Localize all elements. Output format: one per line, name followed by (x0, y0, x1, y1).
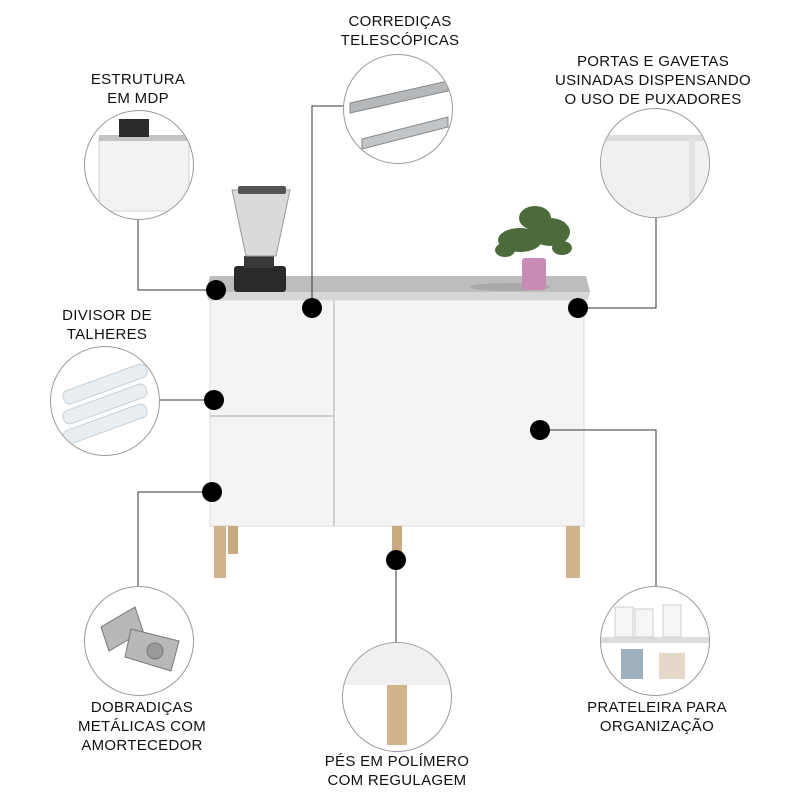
leg (566, 526, 580, 578)
cabinet-body (209, 299, 585, 527)
hinge-icon (100, 606, 180, 672)
furniture-foot-icon (387, 685, 407, 745)
detail-corredicas (343, 54, 453, 164)
detail-estrutura (84, 110, 194, 220)
label-pes: PÉS EM POLÍMERO COM REGULAGEM (324, 753, 470, 789)
callout-dot (386, 550, 406, 570)
leg (228, 526, 238, 554)
cutlery-tray-icon (62, 363, 148, 445)
label-prateleira: PRATELEIRA PARA ORGANIZAÇÃO (587, 699, 727, 735)
detail-pes (342, 642, 452, 752)
label-divisor: DIVISOR DE TALHERES (62, 307, 152, 343)
shelf-icon (601, 604, 709, 679)
callout-dot (530, 420, 550, 440)
detail-portas (600, 108, 710, 218)
detail-divisor (50, 346, 160, 456)
detail-dobradicas (84, 586, 194, 696)
plant-pot-icon (495, 206, 572, 290)
detail-prateleira (600, 586, 710, 696)
callout-dot (206, 280, 226, 300)
callout-dot (568, 298, 588, 318)
blender-icon (231, 186, 291, 292)
callout-dot (302, 298, 322, 318)
drawer-slide-icon (349, 80, 449, 150)
label-dobradicas: DOBRADIÇAS METÁLICAS COM AMORTECEDOR (77, 699, 207, 754)
label-portas: PORTAS E GAVETAS USINADAS DISPENSANDO O … (554, 53, 752, 108)
label-corredicas: CORREDIÇAS TELESCÓPICAS (340, 13, 460, 49)
leg (392, 526, 402, 554)
leg (214, 526, 226, 578)
countertop (206, 292, 590, 300)
callout-dot (204, 390, 224, 410)
callout-dot (202, 482, 222, 502)
label-estrutura: ESTRUTURA EM MDP (90, 71, 186, 107)
